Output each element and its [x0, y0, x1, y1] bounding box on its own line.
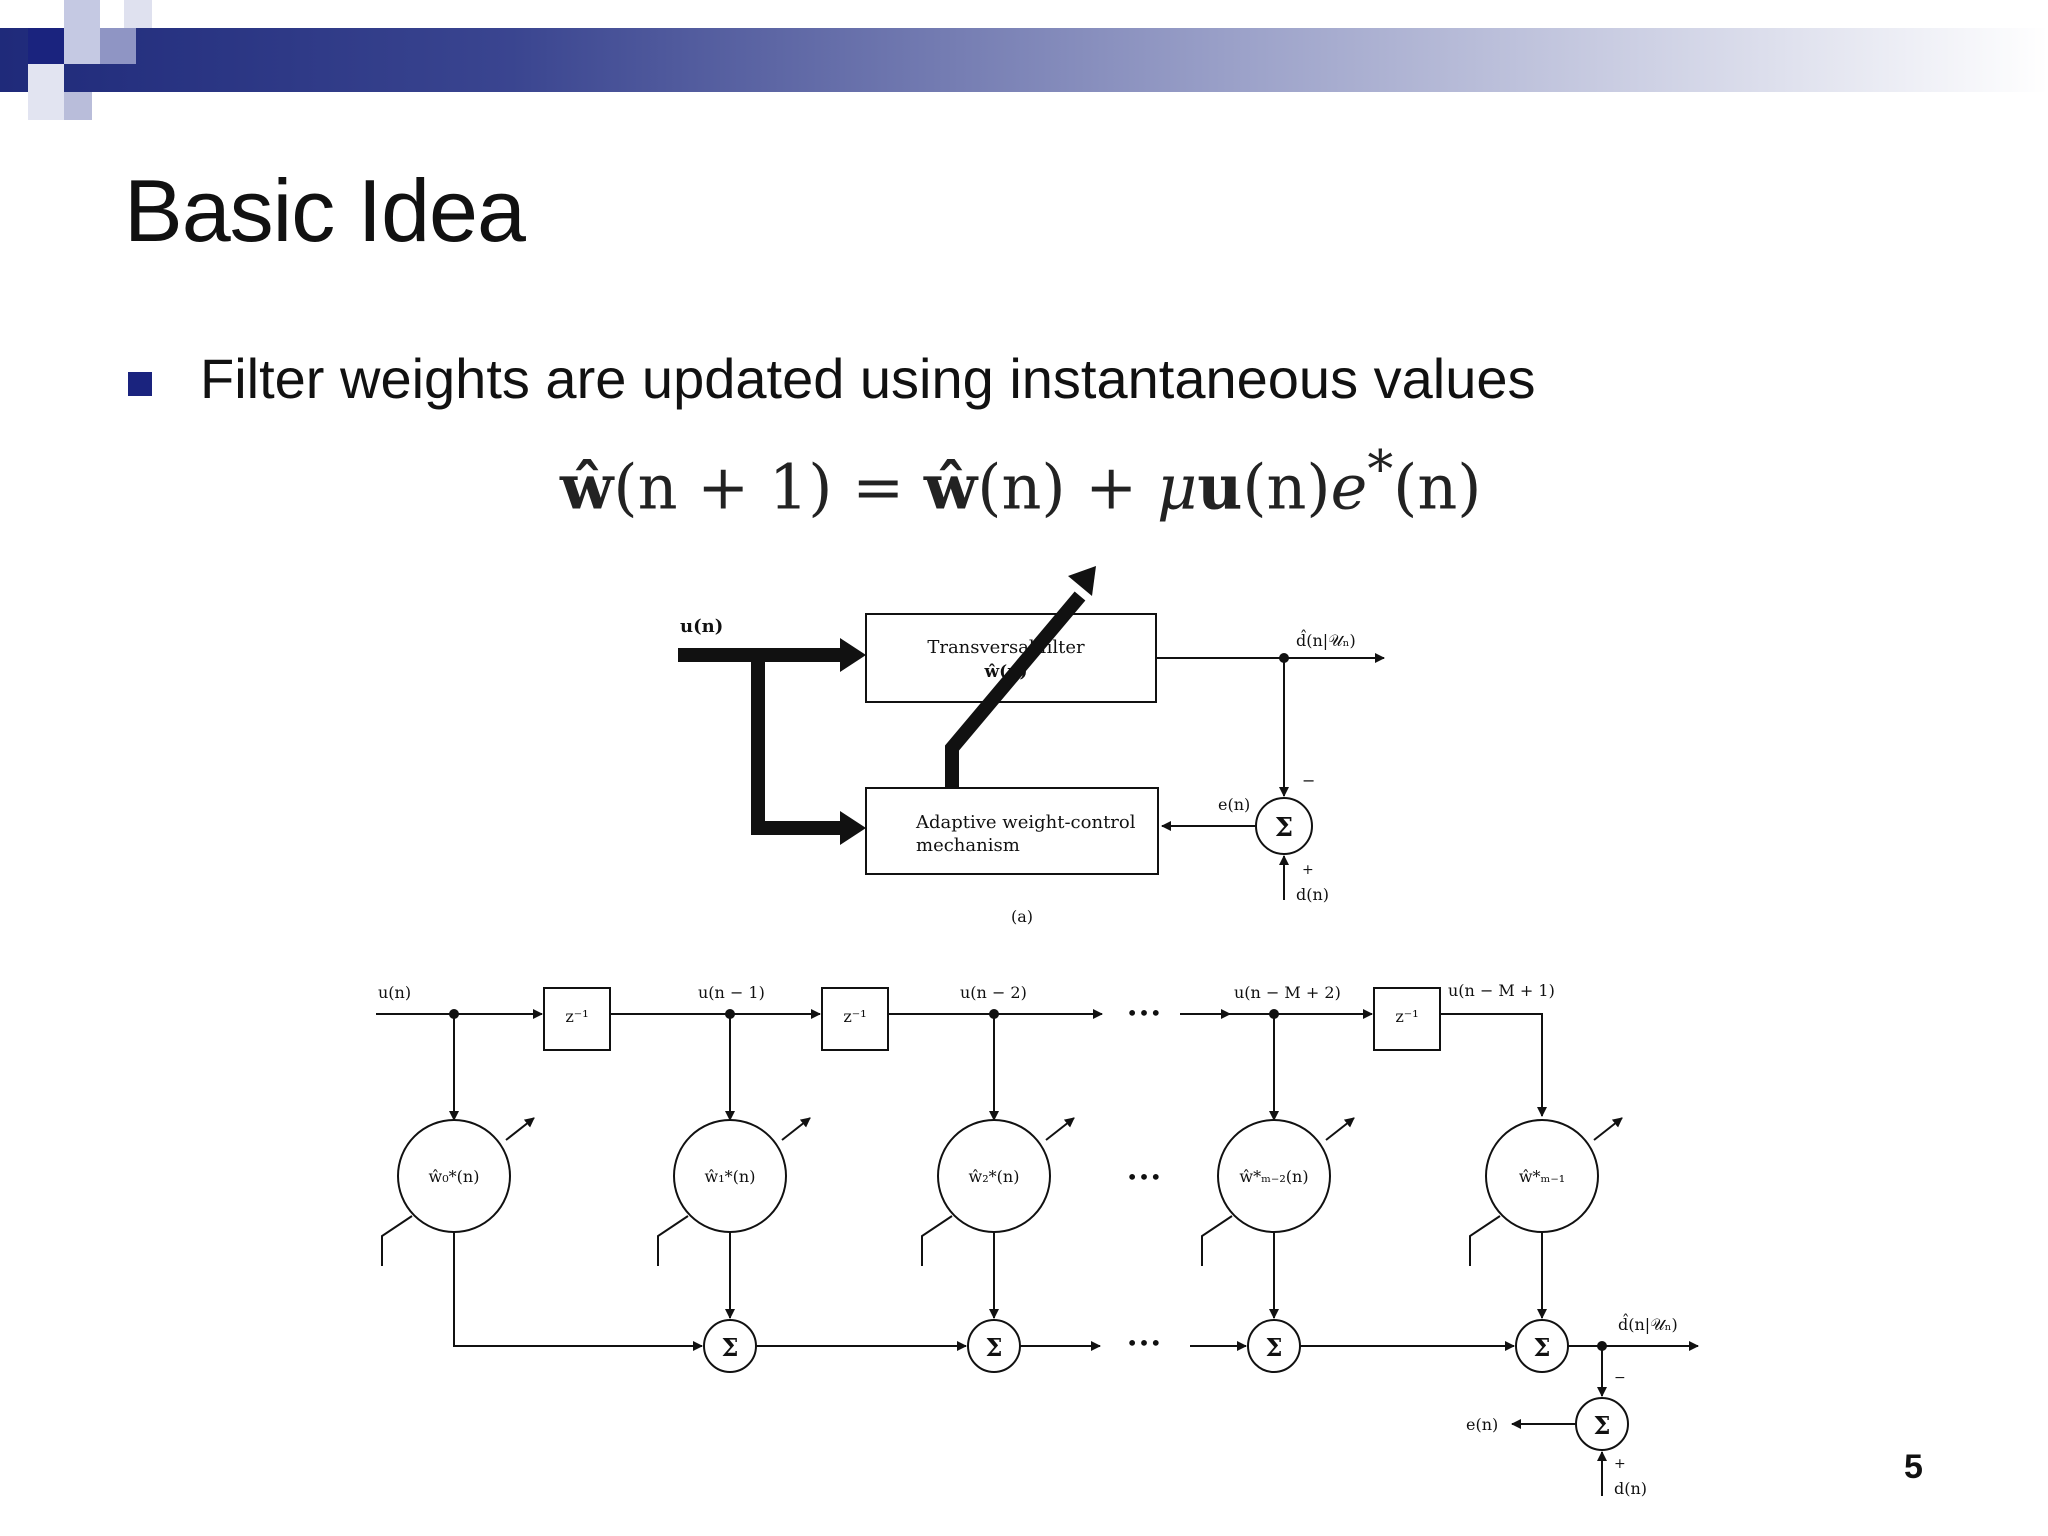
eq-u: u	[1197, 450, 1243, 524]
adaptation-control-arrow	[945, 591, 1086, 788]
a-plus-sign: +	[1302, 862, 1314, 878]
eq-lhs-weight: ŵ	[560, 450, 614, 524]
delay-box-0	[543, 987, 611, 1051]
a-branch-arrowhead	[840, 811, 866, 845]
summer-2: Σ	[967, 1319, 1021, 1373]
summer-symbol-2: Σ	[986, 1333, 1003, 1362]
weight-tap-4: ŵ*ₘ₋₁	[1469, 1117, 1623, 1266]
b-plus-sign: +	[1614, 1456, 1626, 1472]
header-decoration-square	[28, 28, 64, 64]
delay-box-2	[1373, 987, 1441, 1051]
b-desired-label: d(n)	[1614, 1479, 1647, 1498]
summer-4: Σ	[1515, 1319, 1569, 1373]
eq-rhs-weight: ŵ	[923, 450, 978, 524]
delay-box-label-2: z⁻¹	[1395, 1007, 1418, 1026]
weight-tap-1: ŵ₁*(n)	[657, 1117, 811, 1266]
weight-label-4: ŵ*ₘ₋₁	[1519, 1167, 1565, 1186]
tap-input-label-1: u(n − 1)	[698, 983, 765, 1002]
ellipsis-bottom: •••	[1126, 1331, 1161, 1355]
eq-e: e	[1330, 450, 1368, 524]
ellipsis-middle: •••	[1126, 1165, 1161, 1189]
a-sum-symbol: Σ	[1275, 813, 1293, 843]
eq-e-conj: *	[1367, 440, 1394, 500]
b-error-sum-symbol: Σ	[1594, 1411, 1611, 1440]
delay-box-1	[821, 987, 889, 1051]
delay-box-label-1: z⁻¹	[843, 1007, 866, 1026]
summer-symbol-4: Σ	[1534, 1333, 1551, 1362]
weight-label-1: ŵ₁*(n)	[705, 1167, 756, 1186]
eq-mu: μ	[1156, 450, 1198, 524]
lms-update-equation: ŵ(n + 1) = ŵ(n) + μu(n)e*(n)	[560, 440, 1481, 524]
b-output-label: d̂(n|𝒰ₙ)	[1618, 1314, 1678, 1334]
a-caption: (a)	[1011, 907, 1033, 926]
header-gradient-band	[0, 28, 2048, 92]
eq-e-arg: (n)	[1393, 450, 1482, 524]
weight-label-0: ŵ₀*(n)	[429, 1167, 480, 1186]
slide-title: Basic Idea	[124, 161, 526, 260]
adaptation-arrowhead	[1068, 566, 1096, 596]
weight-label-2: ŵ₂*(n)	[969, 1167, 1020, 1186]
ellipsis-top: •••	[1126, 1001, 1161, 1025]
bullet-marker-icon	[128, 372, 152, 396]
adaptive-label-line2: mechanism	[916, 835, 1020, 856]
header-decoration-square	[100, 28, 136, 64]
a-minus-sign: −	[1302, 771, 1315, 790]
weight-label-3: ŵ*ₘ₋₂(n)	[1239, 1167, 1308, 1186]
b-error-summer: Σ	[1575, 1397, 1629, 1451]
adaptive-label-line1: Adaptive weight-control	[915, 812, 1136, 833]
a-input-label: u(n)	[680, 616, 723, 637]
delay-box-label-0: z⁻¹	[565, 1007, 588, 1026]
weight-tap-2: ŵ₂*(n)	[921, 1117, 1075, 1266]
eq-lhs-arg: (n + 1)	[613, 450, 833, 524]
adaptive-weight-control-box	[865, 787, 1159, 875]
tap-input-label-3: u(n − M + 2)	[1234, 983, 1341, 1002]
summer-symbol-1: Σ	[722, 1333, 739, 1362]
a-input-arrowhead	[840, 638, 866, 672]
header-decoration-square	[124, 0, 152, 28]
b-error-label: e(n)	[1466, 1415, 1498, 1434]
transversal-filter-title: Transversal filter	[927, 637, 1085, 658]
tap-input-label-4: u(n − M + 1)	[1448, 981, 1555, 1000]
tap-input-label-0: u(n)	[378, 983, 411, 1002]
eq-u-arg: (n)	[1242, 450, 1331, 524]
summer-3: Σ	[1247, 1319, 1301, 1373]
tap-input-label-2: u(n − 2)	[960, 983, 1027, 1002]
eq-rhs-arg: (n) +	[977, 450, 1157, 524]
weight-out-0	[453, 1232, 703, 1351]
b-minus-sign: −	[1614, 1370, 1626, 1386]
delay-line-seg-5	[1440, 1013, 1547, 1117]
summer-1: Σ	[703, 1319, 757, 1373]
a-output-label: d̂(n|𝒰ₙ)	[1296, 630, 1356, 650]
header-decoration-square	[64, 92, 92, 120]
eq-equals: =	[832, 450, 924, 524]
header-decoration-square	[28, 64, 64, 120]
bullet-text: Filter weights are updated using instant…	[200, 347, 1536, 410]
page-number: 5	[1904, 1448, 1923, 1486]
summer-symbol-3: Σ	[1266, 1333, 1283, 1362]
header-decoration-square	[64, 0, 100, 64]
a-error-label: e(n)	[1218, 795, 1250, 814]
weight-tap-3: ŵ*ₘ₋₂(n)	[1201, 1117, 1355, 1266]
block-diagram-a: u(n) Transversal filter ŵ(n) Adaptive we…	[678, 566, 1385, 926]
weight-tap-0: ŵ₀*(n)	[381, 1117, 535, 1266]
a-desired-label: d(n)	[1296, 885, 1329, 904]
a-branch-bus	[751, 655, 840, 835]
transversal-filter-diagram-b: u(n) u(n − 1) u(n − 2) u(n − M + 2) u(n …	[376, 981, 1699, 1498]
